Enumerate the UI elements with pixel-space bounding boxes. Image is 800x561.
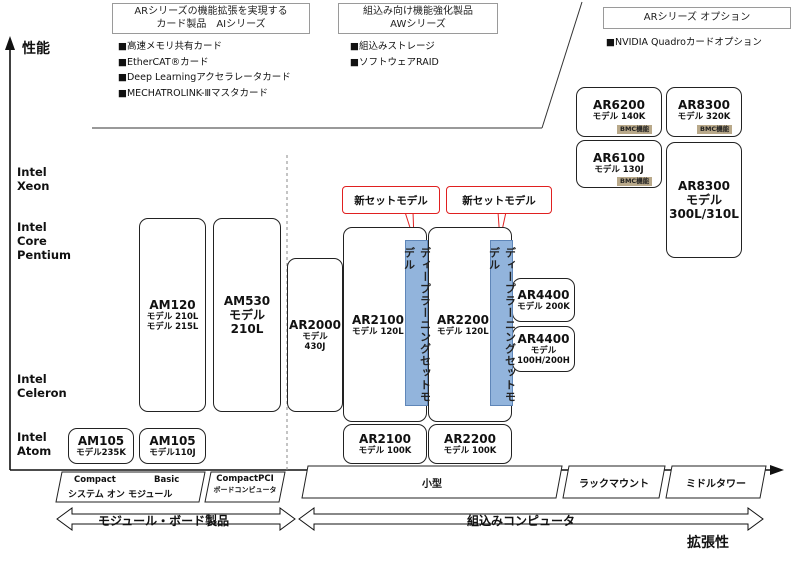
- new-set-callout-2: 新セットモデル: [446, 186, 552, 214]
- product-ar8300-320k[interactable]: AR8300 モデル 320K: [666, 87, 742, 137]
- product-am530[interactable]: AM530 モデル 210L: [213, 218, 281, 412]
- aw-series-header: 組込み向け機能強化製品 AWシリーズ: [338, 3, 498, 34]
- aw-bullet-list: ■組込みストレージ ■ソフトウェアRAID: [350, 39, 439, 70]
- bmc-badge: BMC機能: [617, 125, 653, 134]
- options-header: ARシリーズ オプション: [603, 7, 791, 29]
- category-small[interactable]: 小型: [422, 478, 442, 490]
- product-ar4400-200k[interactable]: AR4400 モデル 200K: [512, 278, 575, 322]
- options-bullet: ■NVIDIA Quadroカードオプション: [606, 37, 762, 48]
- new-set-callout-1: 新セットモデル: [342, 186, 440, 214]
- bmc-badge: BMC機能: [617, 177, 653, 186]
- product-ar4400-100h[interactable]: AR4400 モデル 100H/200H: [512, 326, 575, 372]
- product-ar2100-atom[interactable]: AR2100 モデル 100K: [343, 424, 427, 464]
- dimension-embedded: 組込みコンピュータ: [467, 514, 576, 528]
- product-am105-235k[interactable]: AM105 モデル235K: [68, 428, 134, 464]
- category-small-shape: [301, 465, 563, 499]
- ai-series-title-line1: ARシリーズの機能拡張を実現する: [134, 6, 288, 17]
- category-compactpci-shape: [204, 471, 286, 503]
- ai-bullet: ■高速メモリ共有カード: [118, 41, 222, 52]
- product-ar2000[interactable]: AR2000 モデル 430J: [287, 258, 343, 412]
- dimension-module-board: モジュール・ボード製品: [98, 514, 230, 528]
- som-label: システム オン モジュール: [68, 490, 173, 500]
- options-title: ARシリーズ オプション: [643, 12, 751, 23]
- aw-bullet: ■組込みストレージ: [350, 41, 435, 52]
- options-bullet-list: ■NVIDIA Quadroカードオプション: [606, 35, 762, 51]
- product-am120[interactable]: AM120 モデル 210L モデル 215L: [139, 218, 206, 412]
- ai-bullet: ■EtherCAT®カード: [118, 56, 209, 68]
- bmc-badge: BMC機能: [697, 125, 733, 134]
- basic-label: Basic: [154, 475, 180, 485]
- ai-bullet-list: ■高速メモリ共有カード ■EtherCAT®カード ■Deep Learning…: [118, 39, 291, 101]
- ai-series-header: ARシリーズの機能拡張を実現する カード製品 AIシリーズ: [112, 3, 310, 34]
- aw-series-title-line1: 組込み向け機能強化製品: [363, 6, 473, 17]
- product-ar8300-300l[interactable]: AR8300 モデル 300L/310L: [666, 142, 742, 258]
- category-rackmount-shape: [562, 465, 666, 499]
- category-compact-module[interactable]: Compact Basic システム オン モジュール: [62, 474, 202, 500]
- dl-set-model-bar-2: ディープラーニングセットモデル: [488, 240, 517, 406]
- category-rackmount[interactable]: ラックマウント: [579, 478, 649, 490]
- product-am105-110j[interactable]: AM105 モデル110J: [139, 428, 206, 464]
- category-compact-module-shape: [55, 471, 206, 503]
- compact-label: Compact: [74, 475, 116, 485]
- product-ar2200-atom[interactable]: AR2200 モデル 100K: [428, 424, 512, 464]
- x-axis-label: 拡張性: [687, 535, 729, 551]
- aw-series-title-line2: AWシリーズ: [390, 19, 446, 30]
- category-middletower[interactable]: ミドルタワー: [686, 478, 746, 490]
- ai-series-title-line2: カード製品 AIシリーズ: [156, 19, 266, 30]
- compactpci-label: CompactPCI: [216, 474, 274, 484]
- y-axis-label: 性能: [22, 41, 50, 57]
- ai-bullet: ■Deep Learningアクセラレータカード: [118, 72, 291, 83]
- board-computer-label: ボードコンピュータ: [213, 486, 277, 494]
- ai-bullet: ■MECHATROLINK-Ⅲマスタカード: [118, 87, 269, 99]
- category-middletower-shape: [665, 465, 767, 499]
- dl-set-model-bar-1: ディープラーニングセットモデル: [403, 240, 432, 406]
- category-compactpci[interactable]: CompactPCI ボードコンピュータ: [207, 474, 283, 500]
- aw-bullet: ■ソフトウェアRAID: [350, 56, 439, 68]
